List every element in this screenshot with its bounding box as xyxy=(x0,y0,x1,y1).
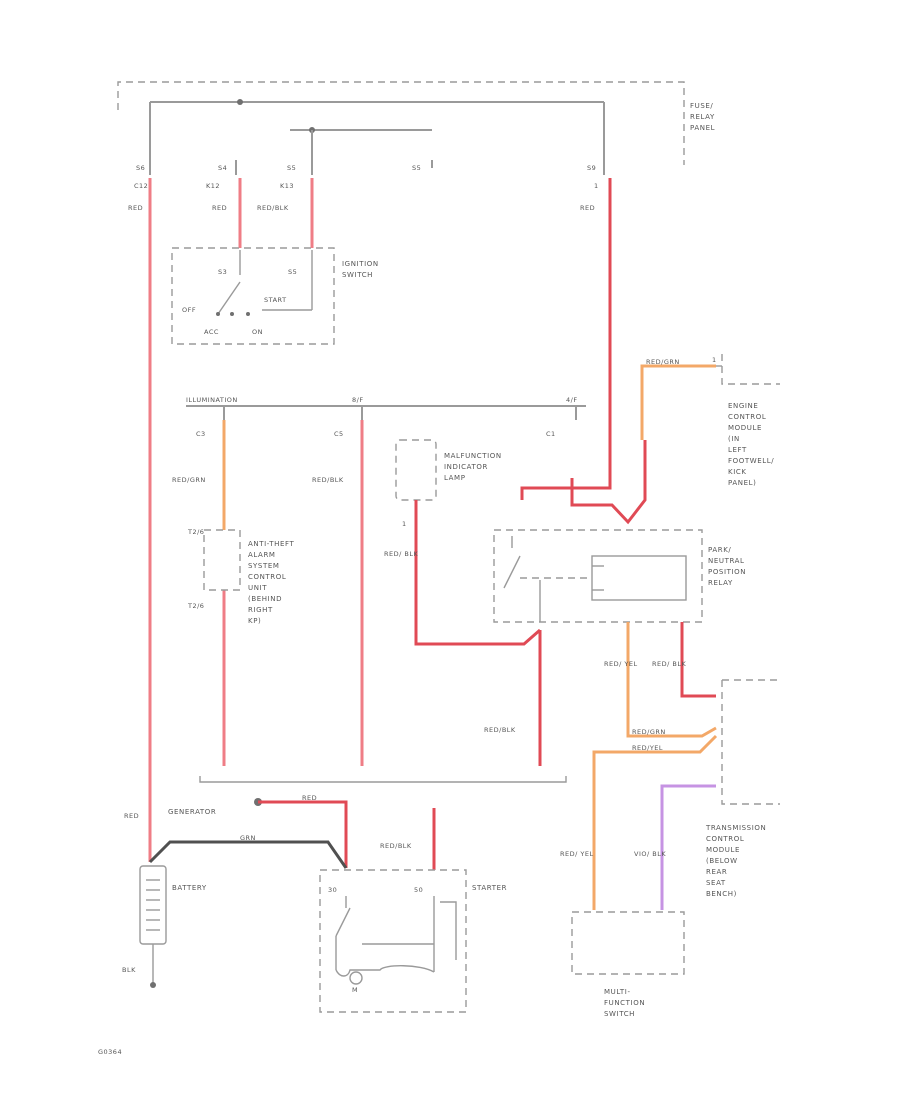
ignition-pos-start: START xyxy=(264,296,287,304)
bus-c3: C1 xyxy=(546,430,556,438)
wire-label-red-1: RED xyxy=(128,204,143,212)
wire-label-red-blk-split: RED/ BLK xyxy=(384,550,418,558)
wire-label-blk: BLK xyxy=(122,966,136,974)
wire-red-yel-relay xyxy=(626,622,717,738)
fuse-label-5: S9 xyxy=(587,164,596,172)
starter-t30: 30 xyxy=(328,886,337,894)
fuse-label-2: S4 xyxy=(218,164,227,172)
battery-label: BATTERY xyxy=(172,884,207,892)
wire-label-red-yel-3: RED/ YEL xyxy=(560,850,594,858)
antitheft-pin-top: T2/6 xyxy=(187,528,204,536)
starter-label: STARTER xyxy=(472,884,507,892)
figure-code: G0364 xyxy=(98,1048,122,1056)
wire-vio-blk-mfs xyxy=(660,784,716,910)
wire-label-red-blk-2: RED/BLK xyxy=(312,476,344,484)
wire-red-cross xyxy=(570,440,647,525)
ignition-pos-off: OFF xyxy=(182,306,196,314)
wire-label-red-grn2: RED/GRN xyxy=(632,728,666,736)
fuse-label-4: S5 xyxy=(412,164,421,172)
bus-c2: C5 xyxy=(334,430,344,438)
wire-red-blk-relay-tcm xyxy=(680,622,716,698)
wire-red-to-relay xyxy=(520,178,612,500)
starter-t50: 50 xyxy=(414,886,423,894)
wire-red-blk-mil xyxy=(414,500,541,646)
bus-c1: C3 xyxy=(196,430,206,438)
ignition-pos-s2: S5 xyxy=(288,268,297,276)
starter-m: M xyxy=(352,986,358,994)
pin-1: 1 xyxy=(594,182,599,190)
pin-k12: K12 xyxy=(206,182,220,190)
ignition-pos-acc: ACC xyxy=(204,328,219,336)
wire-label-grn: GRN xyxy=(240,834,256,842)
wire-label-red-bat: RED xyxy=(124,812,139,820)
ignition-pos-s1: S3 xyxy=(218,268,227,276)
wire-blk-battery-starter xyxy=(148,840,348,869)
wire-label-red-gen: RED xyxy=(302,794,317,802)
bus-pin-c: 4/F xyxy=(566,396,578,404)
starter: STARTER 30 50 M xyxy=(319,869,507,1013)
wire-label-red-blk-4: RED/ BLK xyxy=(652,660,686,668)
ground-bracket xyxy=(199,776,567,783)
wire-label-red-grn-ecm: RED/GRN xyxy=(646,358,680,366)
bus-label: ILLUMINATION xyxy=(186,396,238,404)
fuse-label-1: S6 xyxy=(136,164,145,172)
mil-pin: 1 xyxy=(402,520,407,528)
wire-red-generator xyxy=(258,800,348,868)
wire-label-red-grn: RED/GRN xyxy=(172,476,206,484)
middle-bus: ILLUMINATION 8/F 4/F C3 C5 C1 xyxy=(186,396,586,438)
pin-k13: K13 xyxy=(280,182,294,190)
wire-label-red-3: RED xyxy=(580,204,595,212)
wire-label-red-yel2: RED/YEL xyxy=(632,744,663,752)
wire-red-grn-ecm xyxy=(640,364,716,440)
bus-pin-b: 8/F xyxy=(352,396,364,404)
wire-label-red-blk-3: RED/BLK xyxy=(484,726,516,734)
wire-label-vio-blk: VIO/ BLK xyxy=(634,850,666,858)
generator-label: GENERATOR xyxy=(168,808,216,816)
wire-label-red-2: RED xyxy=(212,204,227,212)
wire-label-red-blk-1: RED/BLK xyxy=(257,204,289,212)
antitheft-pin-bot: T2/6 xyxy=(187,602,204,610)
fuse-label-3: S5 xyxy=(287,164,296,172)
wire-label-red-blk-5: RED/BLK xyxy=(380,842,412,850)
ignition-pos-on: ON xyxy=(252,328,263,336)
pin-c12: C12 xyxy=(134,182,148,190)
battery: BATTERY BLK xyxy=(122,865,207,988)
wire-label-red-yel: RED/ YEL xyxy=(604,660,638,668)
wire-red-yel-mfs xyxy=(592,734,718,910)
generator: GENERATOR xyxy=(168,798,262,816)
ecm-pin: 1 xyxy=(712,356,717,364)
